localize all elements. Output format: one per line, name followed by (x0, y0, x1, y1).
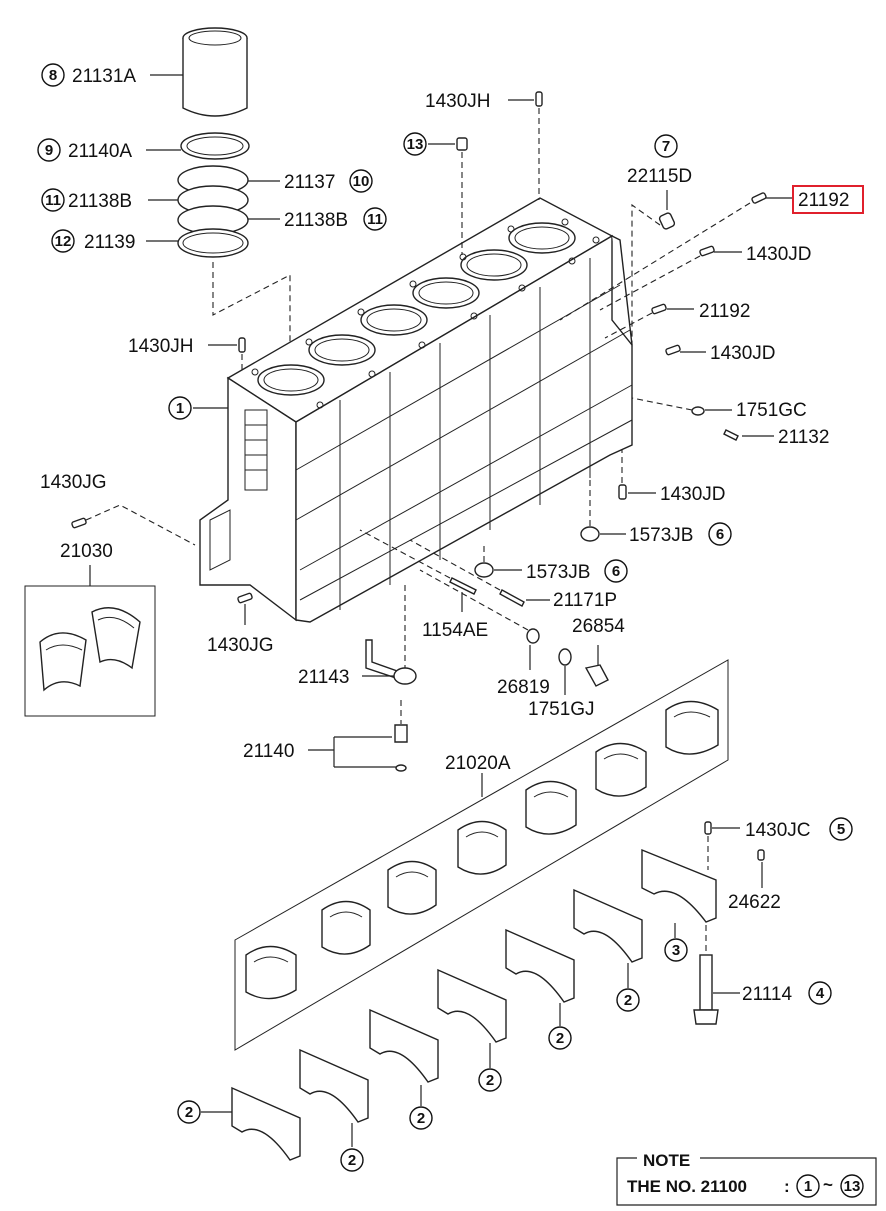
pin-1430JD-2[interactable] (665, 344, 681, 356)
ref-5: 5 (837, 821, 845, 838)
thrust-washer-set[interactable] (24, 565, 156, 717)
ref-7: 7 (662, 138, 670, 155)
note-title: NOTE (643, 1151, 690, 1170)
plug-13[interactable] (456, 137, 468, 151)
label-21139[interactable]: 21139 (84, 232, 135, 253)
plug-22115D[interactable] (658, 212, 676, 230)
ref-6-a: 6 (716, 526, 724, 543)
label-26854[interactable]: 26854 (572, 616, 625, 637)
pin-1430JH-mid[interactable] (238, 337, 246, 353)
note-to: 13 (844, 1178, 861, 1195)
bearing-shell-frame (234, 659, 729, 1051)
part-labels: 21131A 21140A 21137 21138B 21138B 21139 … (40, 66, 849, 1005)
ref-2-c: 2 (417, 1110, 425, 1127)
label-1430JD-1[interactable]: 1430JD (746, 244, 812, 265)
label-1154AE[interactable]: 1154AE (422, 620, 488, 641)
pin-24622[interactable] (757, 849, 765, 861)
ref-10: 10 (353, 173, 370, 190)
highlight-box-21192 (792, 185, 864, 214)
label-1751GC[interactable]: 1751GC (736, 400, 807, 421)
label-1430JH-top[interactable]: 1430JH (425, 91, 491, 112)
pin-21192-top[interactable] (751, 192, 767, 204)
label-21137[interactable]: 21137 (284, 172, 335, 193)
ref-8: 8 (49, 67, 57, 84)
label-21138B-right[interactable]: 21138B (284, 210, 348, 231)
pin-1430JD-3[interactable] (618, 484, 627, 500)
pin-1430JG-top[interactable] (71, 517, 87, 529)
ref-3: 3 (672, 942, 680, 959)
label-1573JB-2[interactable]: 1573JB (526, 562, 590, 583)
ref-2-e: 2 (556, 1030, 564, 1047)
label-1751GJ[interactable]: 1751GJ (528, 699, 595, 720)
label-21138B-left[interactable]: 21138B (68, 191, 132, 212)
cylinder-block[interactable] (199, 197, 633, 623)
pin-1430JC[interactable] (704, 821, 712, 835)
ref-2-b: 2 (348, 1152, 356, 1169)
pin-1154AE[interactable] (449, 577, 477, 595)
ref-12: 12 (55, 233, 72, 250)
label-21020A[interactable]: 21020A (445, 753, 511, 774)
plug-1573JB-1[interactable] (580, 526, 600, 542)
ref-2-f: 2 (624, 992, 632, 1009)
label-21171P[interactable]: 21171P (553, 590, 617, 611)
pin-1430JD-1[interactable] (699, 245, 715, 257)
ref-2-d: 2 (486, 1072, 494, 1089)
cap-bolt-21114[interactable] (693, 954, 719, 1025)
plug-26854[interactable] (584, 664, 609, 687)
label-21132[interactable]: 21132 (778, 427, 829, 448)
label-26819[interactable]: 26819 (497, 677, 550, 698)
note-colon: : (784, 1177, 790, 1196)
piston-rings[interactable] (177, 132, 250, 258)
ref-4: 4 (816, 985, 825, 1002)
label-21131A[interactable]: 21131A (72, 66, 136, 87)
label-1430JD-2[interactable]: 1430JD (710, 343, 776, 364)
pin-21192-mid[interactable] (651, 303, 667, 315)
ref-2-a: 2 (185, 1104, 193, 1121)
label-1430JC[interactable]: 1430JC (745, 820, 811, 841)
label-21192-top[interactable]: 21192 (798, 190, 849, 211)
label-21140A[interactable]: 21140A (68, 141, 132, 162)
plug-1573JB-2[interactable] (474, 562, 494, 578)
label-21030[interactable]: 21030 (60, 541, 113, 562)
dowel-pin-top[interactable] (535, 91, 543, 107)
label-1430JD-3[interactable]: 1430JD (660, 484, 726, 505)
main-bearing-caps[interactable] (231, 848, 717, 1161)
oring-26819[interactable] (526, 628, 540, 644)
cylinder-liner[interactable] (182, 27, 248, 117)
reference-circles: 8 9 10 11 11 12 13 7 1 6 6 5 3 4 2 2 2 2 (37, 63, 853, 1172)
main-bearing-shells[interactable] (245, 700, 719, 1000)
label-1430JG-top[interactable]: 1430JG (40, 472, 107, 493)
ref-9: 9 (45, 142, 53, 159)
label-1430JH-mid[interactable]: 1430JH (128, 336, 194, 357)
label-21140[interactable]: 21140 (243, 741, 294, 762)
note-box: NOTE THE NO. 21100 : 1 ~ 13 (616, 1151, 877, 1206)
note-text: THE NO. 21100 (627, 1177, 747, 1196)
label-1430JG-bottom[interactable]: 1430JG (207, 635, 274, 656)
washer-1751GC[interactable] (691, 406, 705, 416)
label-21114[interactable]: 21114 (742, 984, 792, 1005)
bolt-21140[interactable] (394, 724, 408, 743)
pin-1430JG-bottom[interactable] (237, 592, 253, 604)
label-21192-mid[interactable]: 21192 (699, 301, 750, 322)
label-1573JB-1[interactable]: 1573JB (629, 525, 693, 546)
note-tilde: ~ (823, 1175, 833, 1194)
note-from: 1 (804, 1178, 812, 1195)
label-22115D[interactable]: 22115D (627, 166, 692, 187)
washer-1751GJ[interactable] (558, 648, 572, 666)
ref-11-right: 11 (367, 211, 383, 228)
ref-13: 13 (407, 136, 424, 153)
bolt-21132[interactable] (723, 429, 739, 441)
ref-6-b: 6 (612, 563, 620, 580)
tube-21171P[interactable] (499, 589, 525, 607)
label-24622[interactable]: 24622 (728, 892, 781, 913)
ref-1: 1 (176, 400, 184, 417)
ref-11-left: 11 (45, 192, 61, 209)
label-21143[interactable]: 21143 (298, 667, 349, 688)
